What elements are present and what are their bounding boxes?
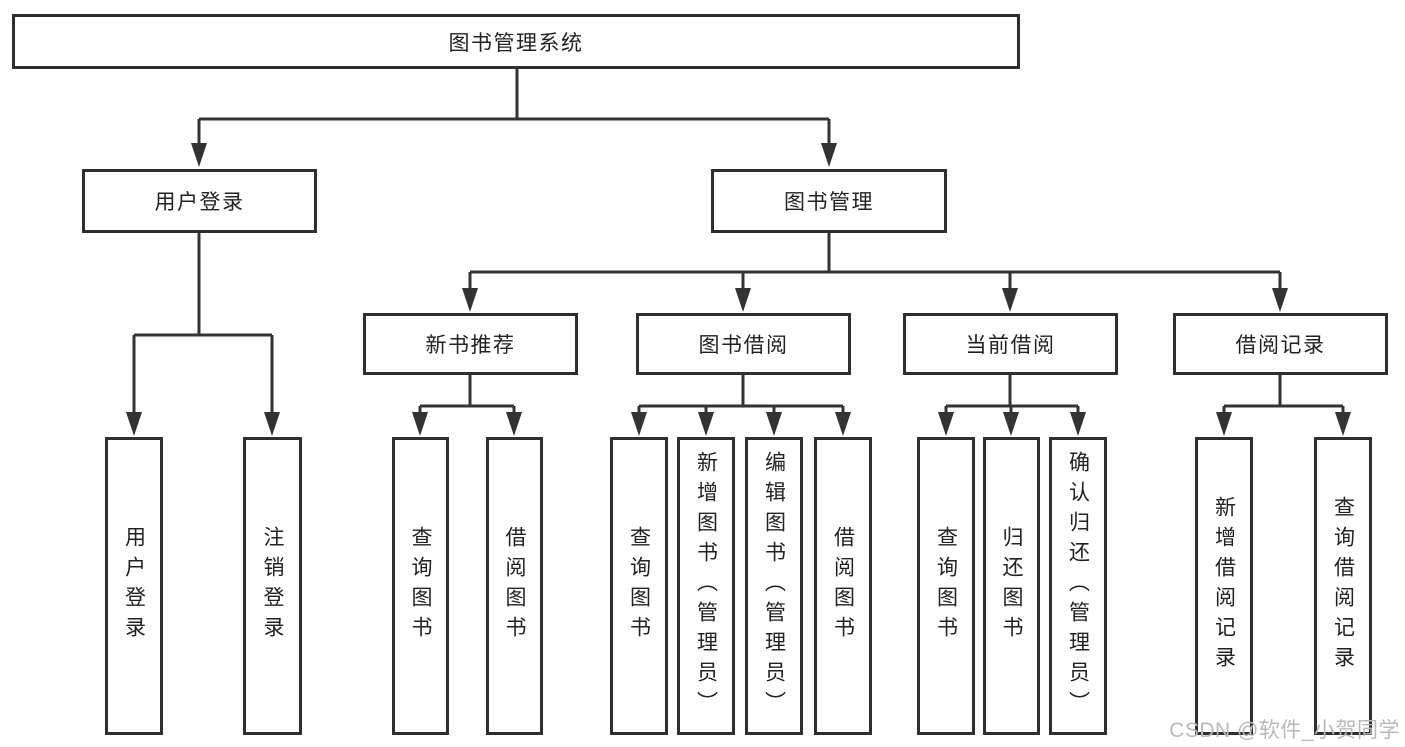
- node-borrow-records-label: 借阅记录: [1235, 334, 1326, 357]
- node-leaf-current-query-books-label: 查询图书: [934, 526, 958, 646]
- node-leaf-current-return-books-label: 归还图书: [1000, 526, 1023, 646]
- node-leaf-borrowing-borrow-books-label: 借阅图书: [831, 526, 855, 646]
- node-user-login-label: 用户登录: [154, 191, 245, 214]
- node-leaf-records-query-record: 查询借阅记录: [1314, 437, 1372, 735]
- node-leaf-logout-label: 注销登录: [261, 526, 284, 646]
- node-leaf-current-confirm-return: 确认归还（管理员）: [1049, 437, 1107, 735]
- node-leaf-current-confirm-return-label: 确认归还（管理员）: [1066, 451, 1090, 721]
- node-leaf-recommend-query-books: 查询图书: [392, 437, 449, 735]
- node-user-login: 用户登录: [82, 169, 317, 233]
- node-leaf-borrowing-add-books-label: 新增图书（管理员）: [694, 451, 718, 721]
- node-leaf-user-login: 用户登录: [105, 437, 163, 735]
- node-leaf-records-add-record-label: 新增借阅记录: [1212, 496, 1236, 676]
- node-current-borrowing-label: 当前借阅: [965, 334, 1056, 357]
- node-leaf-recommend-borrow-books-label: 借阅图书: [503, 526, 526, 646]
- node-leaf-borrowing-edit-books: 编辑图书（管理员）: [745, 437, 803, 735]
- node-book-management: 图书管理: [711, 169, 947, 233]
- node-leaf-recommend-borrow-books: 借阅图书: [486, 437, 543, 735]
- node-book-borrowing-label: 图书借阅: [698, 334, 789, 357]
- node-leaf-recommend-query-books-label: 查询图书: [409, 526, 432, 646]
- node-root-label: 图书管理系统: [448, 31, 584, 55]
- node-leaf-borrowing-query-books: 查询图书: [610, 437, 668, 735]
- node-leaf-user-login-label: 用户登录: [122, 526, 146, 646]
- node-leaf-current-return-books: 归还图书: [983, 437, 1040, 735]
- node-leaf-records-add-record: 新增借阅记录: [1195, 437, 1253, 735]
- node-new-book-recommend-label: 新书推荐: [425, 334, 516, 357]
- node-leaf-borrowing-borrow-books: 借阅图书: [814, 437, 872, 735]
- node-leaf-borrowing-edit-books-label: 编辑图书（管理员）: [762, 451, 786, 721]
- tree-edges: [132, 69, 1345, 414]
- node-new-book-recommend: 新书推荐: [363, 313, 578, 375]
- node-leaf-logout: 注销登录: [243, 437, 302, 735]
- node-borrow-records: 借阅记录: [1173, 313, 1388, 375]
- node-leaf-borrowing-query-books-label: 查询图书: [627, 526, 651, 646]
- node-leaf-borrowing-add-books: 新增图书（管理员）: [677, 437, 735, 735]
- node-current-borrowing: 当前借阅: [903, 313, 1118, 375]
- watermark: CSDN @软件_小贺同学: [1169, 719, 1400, 742]
- node-root: 图书管理系统: [12, 14, 1020, 69]
- node-leaf-current-query-books: 查询图书: [917, 437, 975, 735]
- node-book-borrowing: 图书借阅: [636, 313, 851, 375]
- arrowheads: [126, 143, 1351, 436]
- node-leaf-records-query-record-label: 查询借阅记录: [1331, 496, 1355, 676]
- node-book-management-label: 图书管理: [784, 191, 874, 214]
